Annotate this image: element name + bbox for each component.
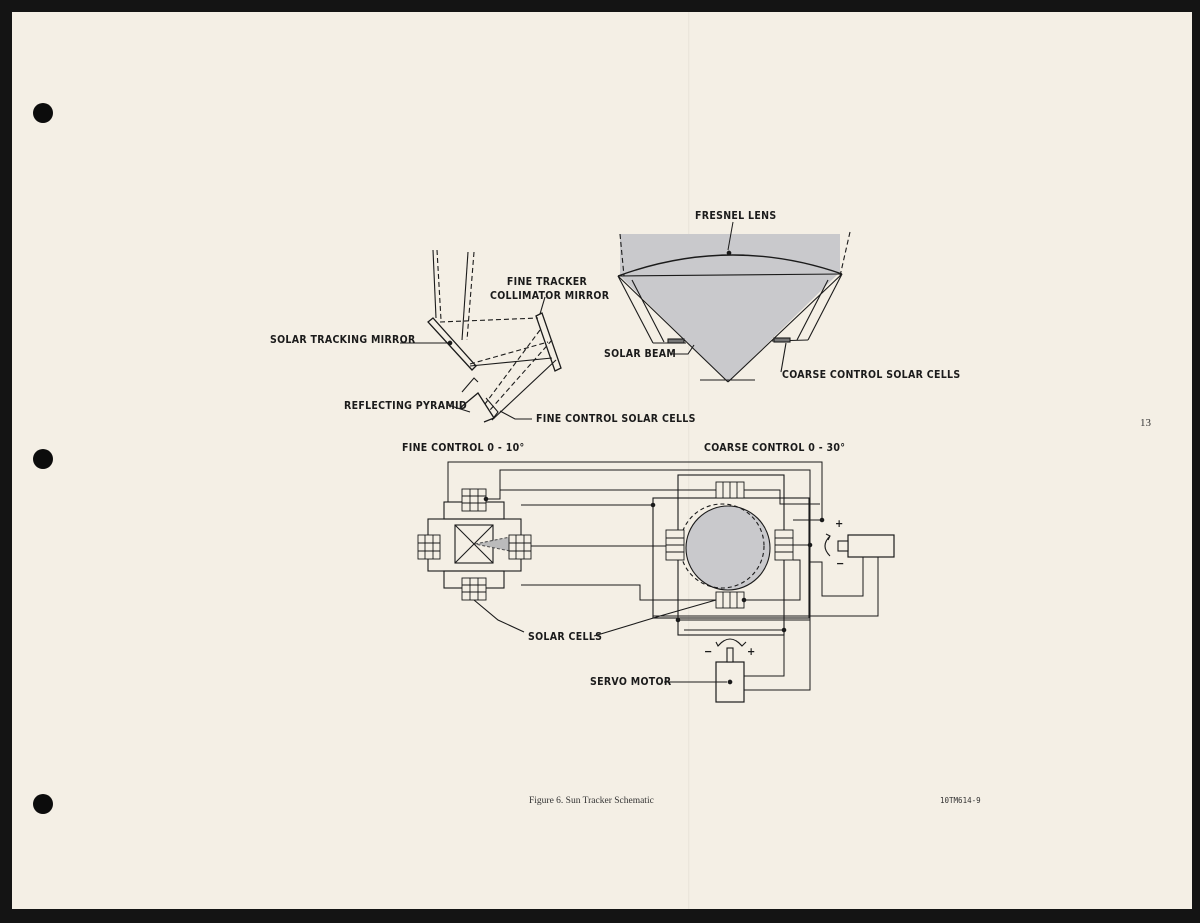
page-fold: [688, 12, 690, 909]
label-fresnel-lens: FRESNEL LENS: [695, 210, 777, 222]
fine-tracker-optics: [400, 249, 562, 423]
label-reflecting-pyramid: REFLECTING PYRAMID: [344, 400, 467, 412]
fresnel-lens-assembly: [617, 221, 851, 383]
figure-caption: Figure 6. Sun Tracker Schematic: [529, 796, 654, 806]
document-page: [12, 12, 1192, 909]
solar-cells-leaders: [473, 599, 717, 637]
coarse-control-block: [652, 474, 810, 636]
label-servo-motor: SERVO MOTOR: [590, 676, 672, 688]
page-number: 13: [1140, 417, 1151, 429]
label-solar-beam: SOLAR BEAM: [604, 348, 677, 360]
label-solar-cells: SOLAR CELLS: [528, 631, 603, 643]
label-fine-control-range: FINE CONTROL 0 - 10°: [402, 442, 525, 454]
label-fine-tracker-line2: COLLIMATOR MIRROR: [490, 290, 610, 302]
binder-hole-top: [33, 103, 53, 123]
fine-control-block: [417, 488, 532, 601]
binder-hole-middle: [33, 449, 53, 469]
servo-motor: [664, 638, 747, 703]
minus-sign-amplifier: −: [836, 557, 845, 570]
document-code: 10TM614-9: [940, 796, 981, 805]
label-coarse-control-solar-cells: COARSE CONTROL SOLAR CELLS: [782, 369, 961, 381]
label-fine-tracker-line1: FINE TRACKER: [506, 276, 588, 288]
label-fine-control-solar-cells: FINE CONTROL SOLAR CELLS: [536, 413, 696, 425]
minus-sign-servo: −: [704, 645, 713, 658]
wiring: [447, 461, 893, 691]
plus-sign-servo: +: [747, 645, 756, 658]
label-coarse-control-range: COARSE CONTROL 0 - 30°: [704, 442, 846, 454]
binder-hole-bottom: [33, 794, 53, 814]
amplifier-box: [824, 533, 895, 558]
plus-sign-amplifier: +: [835, 517, 844, 530]
label-solar-tracking-mirror: SOLAR TRACKING MIRROR: [270, 334, 416, 346]
